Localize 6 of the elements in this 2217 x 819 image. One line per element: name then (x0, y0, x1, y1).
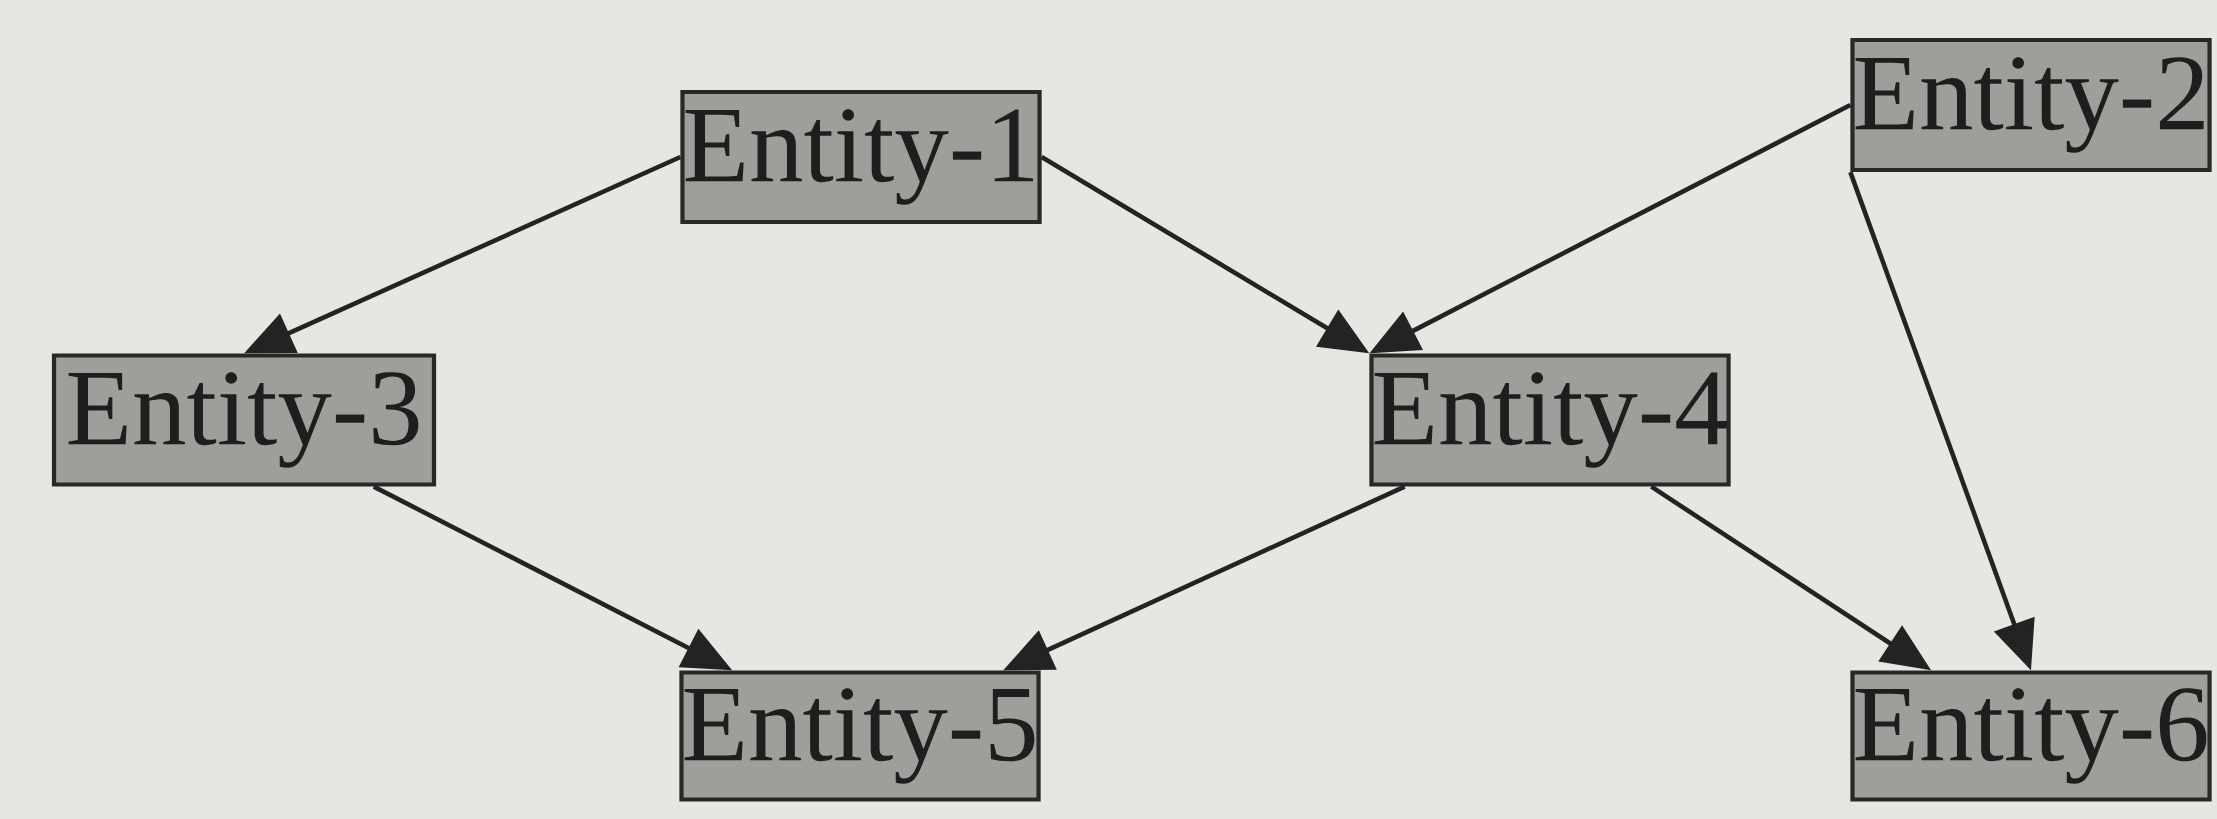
entity-box: Entity-4 (1369, 353, 1731, 487)
entity-box: Entity-2 (1850, 37, 2212, 173)
entity-box: Entity-3 (51, 353, 437, 487)
entity-box: Entity-1 (680, 89, 1042, 225)
entity-box: Entity-5 (679, 670, 1041, 802)
entity-box: Entity-6 (1850, 670, 2212, 802)
